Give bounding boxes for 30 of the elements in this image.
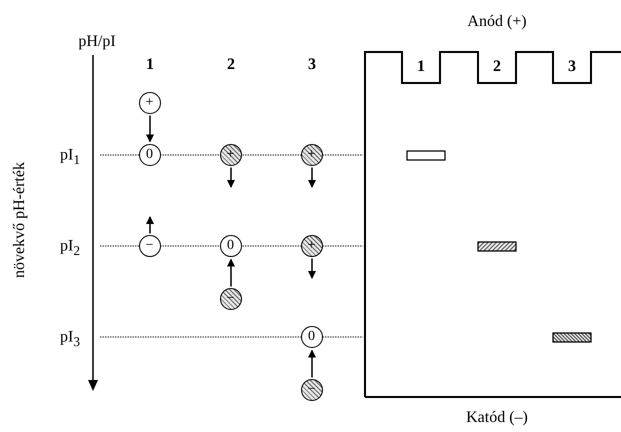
row-label: pI$_{3}$ — [60, 328, 80, 350]
axis-title: pH/pI — [78, 33, 116, 51]
arrow — [146, 216, 154, 234]
row-label: pI$_{2}$ — [60, 238, 80, 258]
electrode-label: Katód (–) — [466, 409, 528, 427]
arrow — [308, 168, 316, 188]
hatched-charge-circle: − — [220, 288, 242, 310]
hatched-charge-circle: − — [300, 378, 322, 400]
column-number: 2 — [227, 56, 235, 74]
arrow — [146, 116, 154, 142]
arrow — [308, 258, 316, 279]
charge-circle: 0 — [220, 234, 242, 256]
electrode-label: Anód (+) — [467, 13, 527, 31]
hatched-charge-circle: + — [300, 234, 322, 256]
column-number: 1 — [146, 56, 154, 74]
column-number: 3 — [308, 56, 316, 74]
charge-circle: − — [138, 234, 160, 256]
arrow — [308, 350, 316, 378]
arrow — [227, 258, 235, 286]
well-number: 2 — [493, 58, 501, 76]
charge-circle: + — [138, 92, 160, 114]
well-number: 3 — [568, 58, 576, 76]
charge-circle: 0 — [138, 144, 160, 166]
hatched-charge-circle: + — [220, 144, 242, 166]
charge-circle: 0 — [300, 326, 322, 348]
axis-label: növekvő pH-érték — [11, 162, 29, 278]
row-label: pI$_{1}$ — [60, 146, 80, 168]
well-number: 1 — [417, 58, 425, 76]
hatched-charge-circle: + — [300, 144, 322, 166]
arrow — [227, 168, 235, 188]
